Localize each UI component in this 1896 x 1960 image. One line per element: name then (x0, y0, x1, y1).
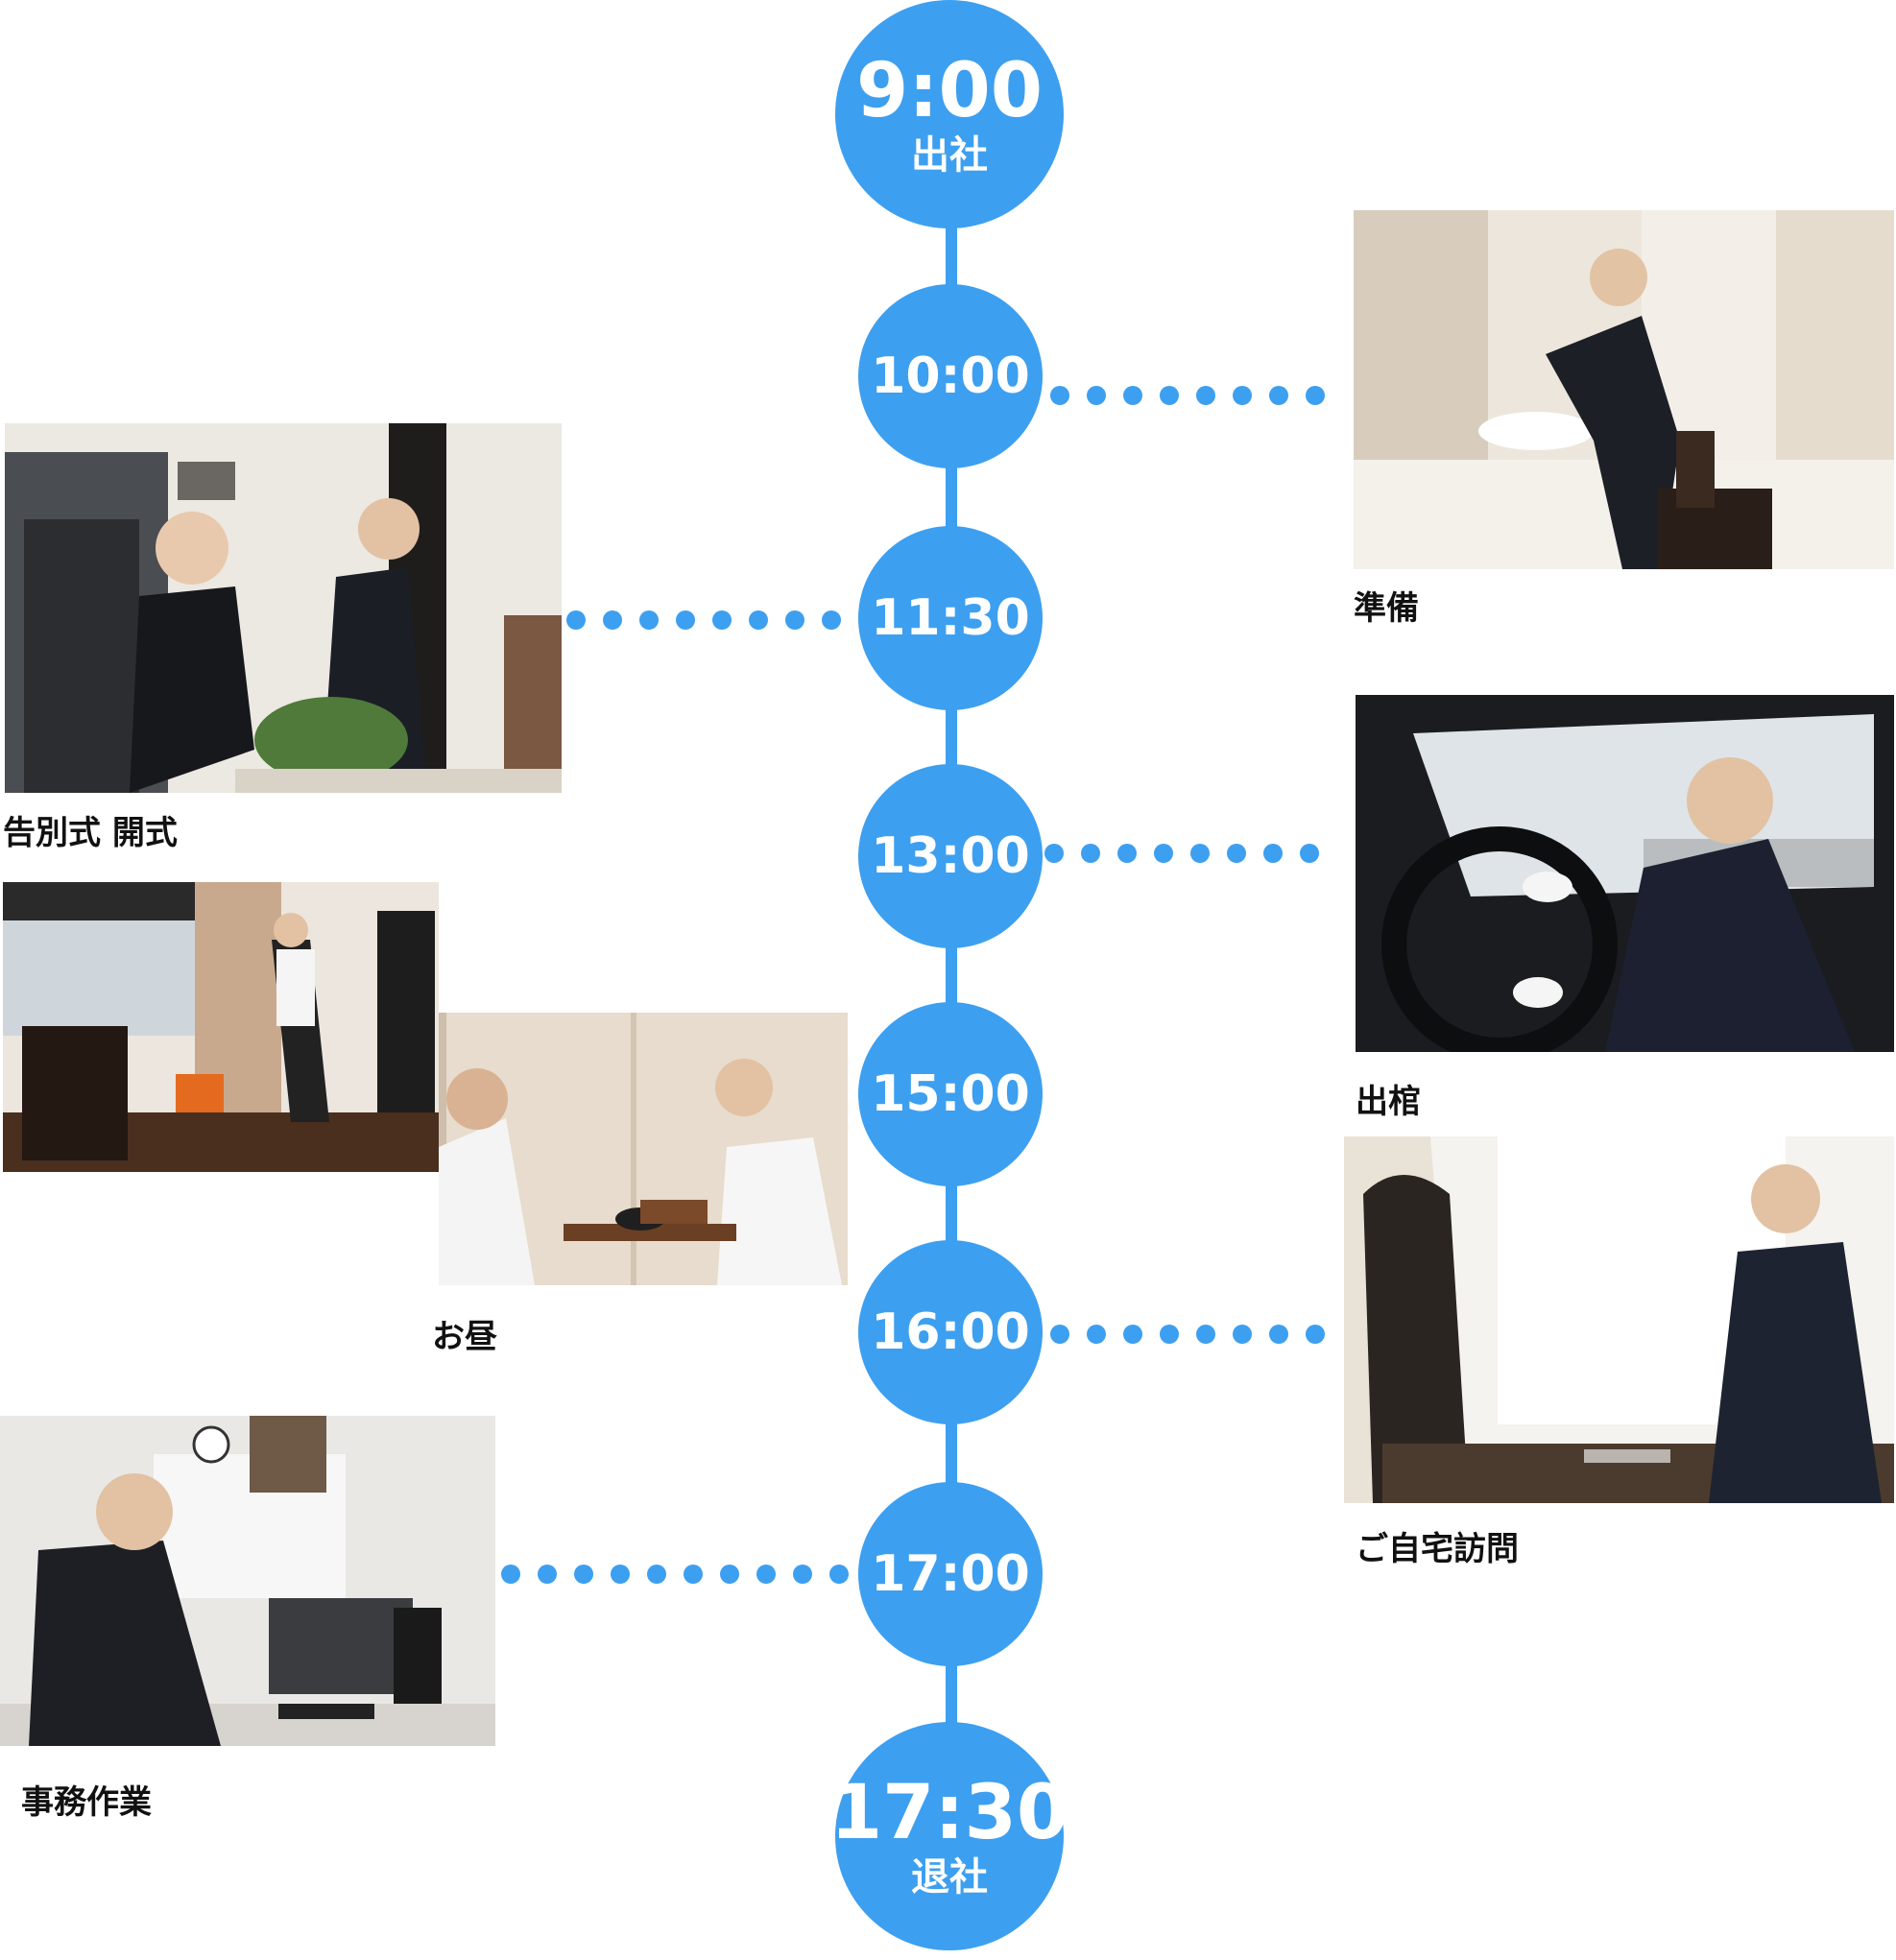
connector-dot (574, 1565, 593, 1584)
node-time: 10:00 (871, 347, 1030, 405)
photo-office-work (0, 1416, 495, 1746)
connector-dot (603, 610, 622, 630)
node-1500: 15:00 (858, 1002, 1043, 1186)
photo-lunch (439, 1013, 848, 1285)
connector-dot (1160, 386, 1179, 405)
node-label: 退社 (911, 1855, 988, 1900)
node-time: 9:00 (855, 48, 1043, 134)
connector-dot (676, 610, 695, 630)
node-1000: 10:00 (858, 284, 1043, 468)
caption-office-work: 事務作業 (21, 1783, 152, 1822)
connector-dot (793, 1565, 812, 1584)
connector-dot (611, 1565, 630, 1584)
photo-ceremony (5, 423, 562, 793)
connector-13-00 (1039, 844, 1356, 863)
connector-dot (1306, 1325, 1325, 1344)
caption-hearse: 出棺 (1356, 1083, 1421, 1121)
node-time: 17:00 (871, 1545, 1030, 1603)
caption-lunch: お昼 (432, 1318, 497, 1356)
node-label: 出社 (911, 133, 988, 178)
node-time: 17:30 (829, 1770, 1069, 1856)
connector-dot (1044, 844, 1064, 863)
connector-dot (1154, 844, 1173, 863)
connector-dot (1190, 844, 1210, 863)
connector-dot (749, 610, 768, 630)
connector-dot (1081, 844, 1100, 863)
photo-hearse (1356, 695, 1894, 1052)
connector-dot (1306, 386, 1325, 405)
photo-preparation (1354, 210, 1894, 569)
node-1700: 17:00 (858, 1482, 1043, 1666)
connector-dot (1160, 1325, 1179, 1344)
connector-dot (1227, 844, 1246, 863)
connector-dot (566, 610, 586, 630)
connector-dot (501, 1565, 520, 1584)
caption-ceremony: 告別式 開式 (3, 814, 178, 852)
node-0900: 9:00 出社 (835, 0, 1064, 228)
connector-dot (720, 1565, 739, 1584)
connector-10-00 (1044, 386, 1354, 405)
connector-dot (1123, 1325, 1142, 1344)
connector-dot (647, 1565, 666, 1584)
node-1130: 11:30 (858, 526, 1043, 710)
node-time: 16:00 (871, 1303, 1030, 1361)
connector-dot (1087, 1325, 1106, 1344)
connector-dot (822, 610, 841, 630)
connector-dot (1263, 844, 1283, 863)
connector-16-00 (1044, 1325, 1344, 1344)
connector-dot (1050, 1325, 1069, 1344)
connector-dot (1196, 1325, 1215, 1344)
connector-dot (785, 610, 804, 630)
connector-dot (1123, 386, 1142, 405)
connector-dot (639, 610, 659, 630)
node-1730: 17:30 退社 (830, 1722, 1068, 1950)
connector-dot (684, 1565, 703, 1584)
photo-home-visit (1344, 1136, 1894, 1503)
connector-dot (756, 1565, 776, 1584)
node-time: 15:00 (871, 1065, 1030, 1123)
node-time: 13:00 (871, 827, 1030, 885)
caption-preparation: 準備 (1354, 589, 1419, 628)
connector-11-30 (561, 610, 858, 630)
connector-dot (1269, 1325, 1288, 1344)
connector-dot (1087, 386, 1106, 405)
node-1600: 16:00 (858, 1240, 1043, 1424)
connector-dot (1269, 386, 1288, 405)
connector-dot (1050, 386, 1069, 405)
caption-home-visit: ご自宅訪問 (1356, 1530, 1519, 1568)
connector-dot (712, 610, 732, 630)
connector-dot (829, 1565, 849, 1584)
connector-dot (538, 1565, 557, 1584)
connector-dot (1117, 844, 1137, 863)
node-1300: 13:00 (858, 764, 1043, 948)
photo-cleaning (3, 882, 439, 1172)
connector-dot (1233, 386, 1252, 405)
node-time: 11:30 (871, 589, 1030, 647)
connector-dot (1196, 386, 1215, 405)
connector-17-00 (495, 1565, 860, 1584)
connector-dot (1233, 1325, 1252, 1344)
connector-dot (1300, 844, 1319, 863)
